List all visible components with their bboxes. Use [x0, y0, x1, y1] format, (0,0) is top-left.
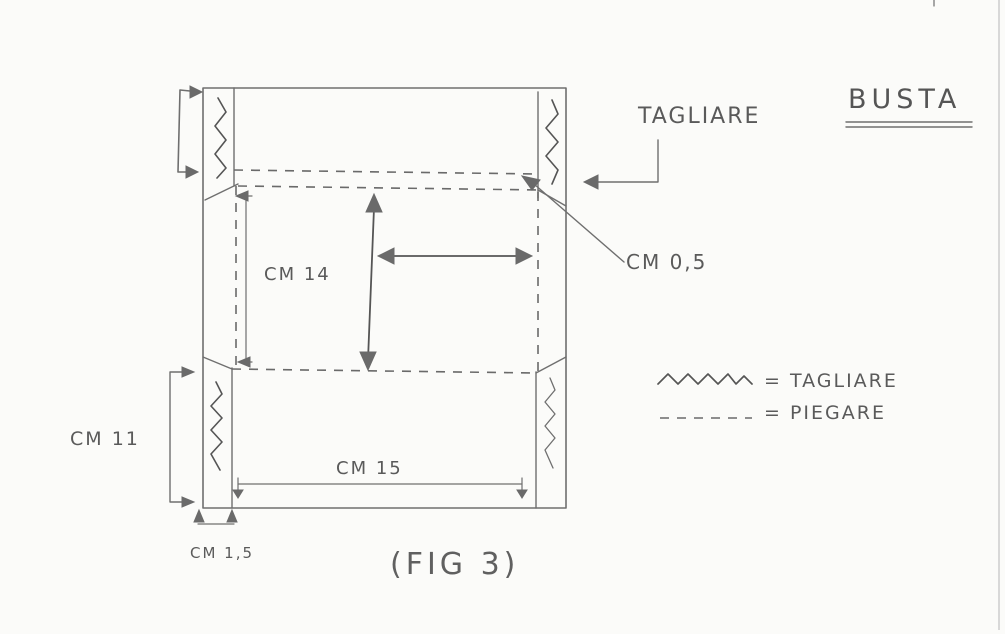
offset-leader-line	[533, 183, 625, 263]
flap-corner-bottom-right	[535, 356, 567, 374]
page-right-edge	[998, 0, 1000, 630]
fold-line-bottom	[231, 368, 537, 374]
envelope-outline	[202, 87, 567, 509]
legend-zigzag-symbol	[657, 373, 753, 385]
flap-corner-bottom-left	[202, 356, 233, 370]
cut-leader-line	[595, 139, 659, 183]
figure-caption: (FIG 3)	[390, 547, 520, 582]
center-vertical-arrow	[367, 207, 375, 361]
bracket-arrow-top-left	[177, 89, 201, 173]
zigzag-bottom-right	[544, 377, 556, 469]
legend-cut-text: = TAGLIARE	[764, 370, 898, 392]
legend-fold-text: = PIEGARE	[764, 402, 886, 424]
inner-bracket-cm14	[245, 195, 253, 363]
bracket-arrow-bottom-left	[169, 371, 191, 503]
dimension-offset: CM 0,5	[626, 250, 708, 274]
dimension-height-bottom: CM 11	[70, 428, 140, 450]
zigzag-top-left	[214, 97, 227, 179]
zigzag-top-right	[545, 99, 559, 185]
arrowhead-width-right	[516, 489, 528, 499]
cut-label: TAGLIARE	[638, 104, 761, 129]
dimension-width-bottom: CM 15	[336, 458, 403, 479]
arrowhead-center-up	[365, 192, 383, 213]
fold-line-top-2	[237, 185, 541, 191]
arrowhead-center-left	[376, 247, 395, 265]
arrowhead-center-down	[359, 351, 377, 372]
arrowhead-margin-left	[193, 508, 205, 523]
arrowhead-offset	[520, 175, 541, 191]
dimension-margin-width: CM 1,5	[190, 544, 255, 562]
arrowhead-margin-right	[226, 508, 238, 523]
arrowhead-top-left-1	[189, 85, 204, 99]
dimension-height-center: CM 14	[264, 264, 331, 285]
flap-corner-top-left	[204, 183, 239, 201]
diagram-title: BUSTA	[848, 84, 962, 115]
fold-line-top-1	[233, 169, 539, 175]
arrowhead-bottom-left-2	[181, 496, 196, 508]
arrowhead-center-right	[515, 247, 534, 265]
zigzag-bottom-left	[210, 381, 223, 471]
flap-corner-top-right	[537, 189, 567, 207]
arrowhead-width-left	[232, 489, 244, 499]
arrowhead-inner-top	[234, 190, 249, 202]
arrowhead-inner-bottom	[236, 356, 251, 368]
arrowhead-bottom-left-1	[181, 366, 196, 378]
arrowhead-cut	[582, 174, 599, 190]
arrowhead-top-left-2	[185, 165, 200, 179]
